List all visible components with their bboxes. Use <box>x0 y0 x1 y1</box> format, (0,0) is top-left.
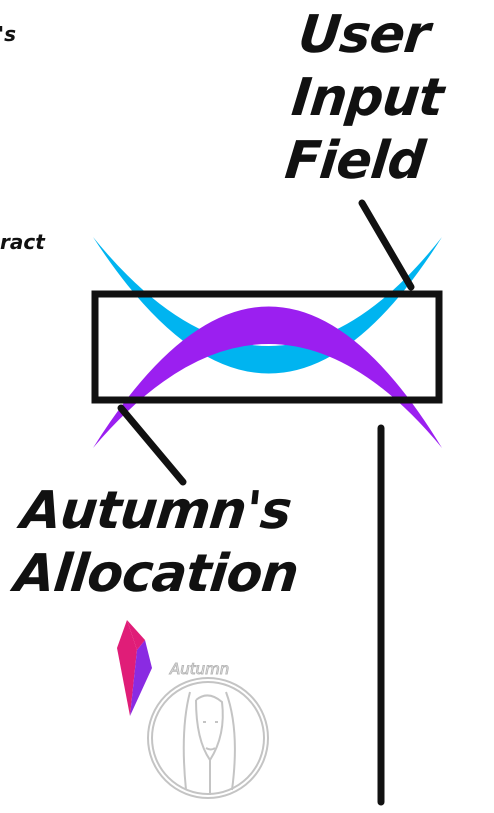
purple-arc <box>93 307 442 449</box>
user-input-field-line-3: Field <box>282 130 439 193</box>
portrait-medallion <box>148 678 268 798</box>
cyan-arc <box>93 237 442 374</box>
crystal-icon <box>117 620 152 716</box>
autumns-allocation-line-2: Allocation <box>11 543 301 606</box>
user-input-field-line-1: User <box>295 4 452 67</box>
user-input-field-label: User Input Field <box>282 4 452 193</box>
autumns-allocation-label: Autumn's Allocation <box>11 480 307 606</box>
autumn-allocation-connector <box>121 408 183 482</box>
user-input-field-line-2: Input <box>289 67 446 130</box>
autumns-allocation-line-1: Autumn's <box>18 480 308 543</box>
user-input-connector <box>362 203 411 287</box>
watermark-autumn-text: Autumn <box>170 660 229 678</box>
